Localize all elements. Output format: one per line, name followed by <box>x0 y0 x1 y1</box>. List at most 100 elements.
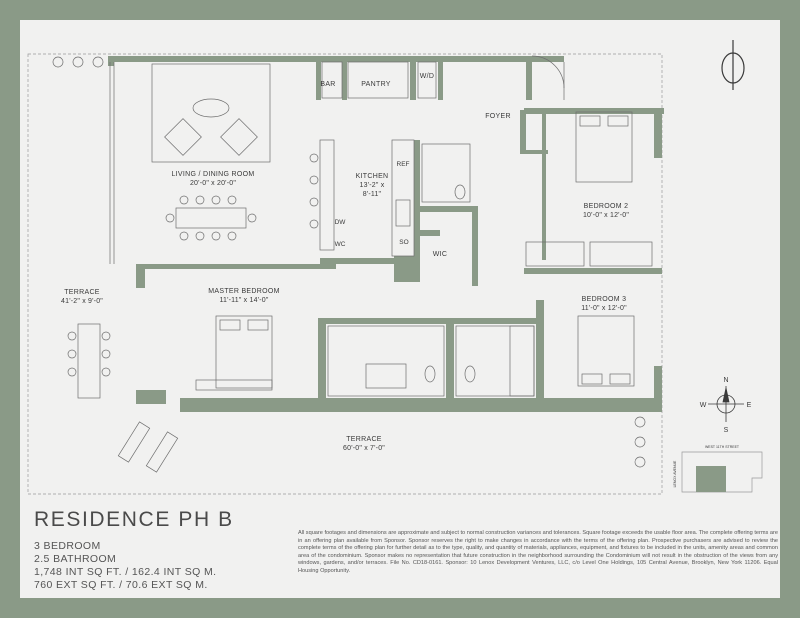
armchair-left <box>164 118 202 156</box>
wall-bed2-east <box>654 108 662 158</box>
bath-1 <box>421 143 471 203</box>
wall-master-top <box>136 264 336 269</box>
tub <box>509 325 535 397</box>
dresser <box>195 379 273 391</box>
label-bar: BAR <box>320 81 335 88</box>
compass-s: S <box>724 427 729 434</box>
key-plan: WEST 11TH STREET LENOX AVENUE <box>673 445 763 493</box>
pillow <box>581 373 603 385</box>
residence-title: RESIDENCE PH B <box>34 508 234 531</box>
closet-bed2 <box>525 241 585 267</box>
label-pantry: PANTRY <box>361 81 391 88</box>
wall-top <box>108 56 564 62</box>
dim-master: 11'-11" x 14'-0" <box>219 297 268 304</box>
label-dw: DW <box>335 219 347 226</box>
terrace-chair <box>101 367 111 377</box>
label-wd: W/D <box>420 73 435 80</box>
dim-kitchen-1: 13'-2" x <box>360 182 385 189</box>
dim-terrace-west: 41'-2" x 9'-0" <box>61 298 103 305</box>
wall-master-east <box>318 318 326 404</box>
walls <box>108 56 664 412</box>
master-bath <box>327 325 445 397</box>
pillow <box>609 373 631 385</box>
wall-bed2-top <box>524 108 664 114</box>
exterior-area: 760 EXT SQ FT. / 70.6 EXT SQ M. <box>34 579 208 591</box>
label-bedroom2: BEDROOM 2 <box>584 203 629 210</box>
terrace-chair <box>67 331 77 341</box>
toilet-1 <box>454 184 466 200</box>
terrace-chair <box>67 367 77 377</box>
label-terrace-west: TERRACE <box>64 289 100 296</box>
coffee-table <box>192 98 230 118</box>
lounge-chair <box>117 421 151 463</box>
cooktop <box>395 199 411 227</box>
bed-2 <box>575 111 633 183</box>
dim-kitchen-2: 8'-11" <box>363 191 382 198</box>
wall-bar-west <box>316 56 321 100</box>
planter <box>52 56 64 68</box>
label-ref: REF <box>397 161 410 168</box>
wall-left-top <box>108 56 114 66</box>
planter <box>72 56 84 68</box>
label-terrace-south: TERRACE <box>346 436 382 443</box>
compass-n: N <box>723 377 728 384</box>
title-block: RESIDENCE PH B 3 BEDROOM 2.5 BATHROOM 1,… <box>34 508 294 592</box>
legal-disclaimer: All square footages and dimensions are a… <box>298 530 778 574</box>
wall-column <box>136 264 145 288</box>
bar-cabinet <box>321 61 343 99</box>
wall-bath-divider <box>420 230 440 236</box>
toilet-2 <box>424 365 436 383</box>
closet-bed3 <box>589 241 653 267</box>
compass-e: E <box>747 402 752 409</box>
kitchen-counter <box>391 139 415 257</box>
label-foyer: FOYER <box>485 113 511 120</box>
dining-table <box>175 207 247 229</box>
wall-closet-mid <box>520 150 548 154</box>
dining-chair <box>227 195 237 205</box>
dining-chair <box>211 231 221 241</box>
brand-logo <box>721 40 745 90</box>
terrace-chair <box>67 349 77 359</box>
compass-north-arrow <box>722 387 730 403</box>
wall-south <box>180 398 662 412</box>
floorplan-sheet: BAR PANTRY W/D FOYER LIVING / DINING ROO… <box>20 20 780 598</box>
toilet-3 <box>464 365 476 383</box>
foyer-door-swing <box>531 55 565 89</box>
wall-bed-divider <box>524 268 662 274</box>
dim-terrace-south: 60'-0" x 7'-0" <box>343 445 385 452</box>
room-labels: BAR PANTRY W/D FOYER LIVING / DINING ROO… <box>61 73 629 452</box>
bar-stool <box>309 197 319 207</box>
planter <box>634 416 646 428</box>
dining-chair <box>247 213 257 223</box>
key-plan-unit <box>696 466 726 492</box>
wd-closet <box>417 61 437 99</box>
pillow <box>579 115 601 127</box>
wall-pantry-east <box>410 56 416 100</box>
bedroom-count: 3 BEDROOM <box>34 540 101 552</box>
wall-bath-top <box>318 318 448 324</box>
planter <box>634 436 646 448</box>
master-bed <box>215 315 273 389</box>
pantry-cabinet <box>347 61 409 99</box>
wall-wic-top <box>420 206 478 212</box>
wall-bar-east <box>342 56 347 100</box>
bar-stool <box>309 153 319 163</box>
key-plan-street: WEST 11TH STREET <box>705 445 740 449</box>
bath-2 <box>455 325 535 397</box>
wall-wic-east <box>472 206 478 286</box>
plan-lines <box>52 55 653 473</box>
compass-w: W <box>700 402 707 409</box>
terrace-chair <box>101 331 111 341</box>
bar-stool <box>309 175 319 185</box>
pillow <box>607 115 629 127</box>
interior-area: 1,748 INT SQ FT. / 162.4 INT SQ M. <box>34 566 217 578</box>
planter <box>634 456 646 468</box>
dining-chair <box>195 195 205 205</box>
dining-chair <box>179 231 189 241</box>
label-wc: WC <box>335 241 346 248</box>
dim-living: 20'-0" x 20'-0" <box>190 180 236 187</box>
dining-chair <box>179 195 189 205</box>
wall-kitchen-east <box>414 140 420 260</box>
wall-bed3-east <box>654 366 662 406</box>
wall-kitchen-south <box>320 258 400 264</box>
